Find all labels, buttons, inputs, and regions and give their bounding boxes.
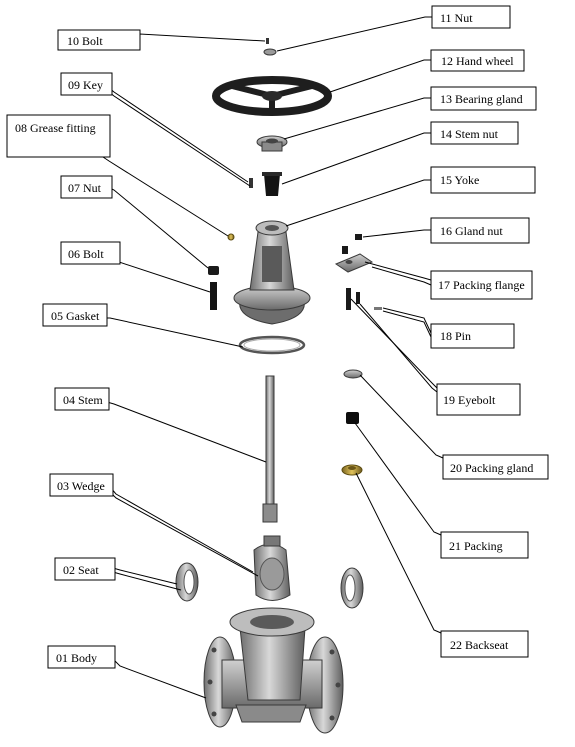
part-packing-gland bbox=[343, 369, 363, 379]
part-seat-left bbox=[175, 562, 199, 602]
part-key bbox=[249, 178, 253, 188]
label-19-text: 19 Eyebolt bbox=[443, 393, 496, 407]
label-17-packing-flange: 17 Packing flange bbox=[430, 270, 533, 300]
part-gland-nut bbox=[355, 234, 362, 240]
label-14-stem-nut: 14 Stem nut bbox=[430, 121, 519, 145]
part-bearing-gland bbox=[256, 135, 288, 152]
label-07-text: 07 Nut bbox=[68, 181, 102, 195]
label-22-backseat: 22 Backseat bbox=[440, 630, 529, 658]
label-06-text: 06 Bolt bbox=[68, 247, 104, 261]
leader-15 bbox=[285, 179, 431, 227]
label-21-text: 21 Packing bbox=[449, 539, 503, 553]
leader-19a bbox=[350, 298, 438, 389]
leader-18b bbox=[382, 310, 432, 338]
part-eyebolt bbox=[346, 288, 360, 310]
leader-05 bbox=[103, 317, 244, 348]
label-12-hand-wheel: 12 Hand wheel bbox=[430, 49, 525, 72]
label-16-gland-nut: 16 Gland nut bbox=[430, 217, 530, 244]
label-10-text: 10 Bolt bbox=[67, 34, 103, 48]
label-10-bolt: 10 Bolt bbox=[57, 29, 141, 51]
label-02-text: 02 Seat bbox=[63, 563, 99, 577]
label-13-text: 13 Bearing gland bbox=[440, 92, 523, 106]
label-22-text: 22 Backseat bbox=[450, 638, 509, 652]
label-20-text: 20 Packing gland bbox=[450, 461, 533, 475]
leader-16 bbox=[362, 229, 431, 238]
leader-02b bbox=[112, 571, 182, 591]
label-03-text: 03 Wedge bbox=[57, 479, 105, 493]
leader-18a bbox=[382, 307, 432, 334]
leader-04 bbox=[106, 401, 267, 463]
label-07-nut: 07 Nut bbox=[60, 175, 113, 199]
part-pin bbox=[374, 307, 382, 310]
leader-07 bbox=[107, 186, 209, 269]
leader-19b bbox=[359, 303, 438, 393]
label-18-pin: 18 Pin bbox=[430, 323, 515, 349]
leader-17b bbox=[371, 266, 432, 286]
label-11-nut: 11 Nut bbox=[431, 5, 511, 29]
label-03-wedge: 03 Wedge bbox=[49, 473, 114, 497]
part-nut-07 bbox=[208, 266, 219, 275]
part-backseat bbox=[341, 464, 363, 476]
part-packing bbox=[346, 412, 359, 424]
leader-10 bbox=[139, 33, 266, 42]
part-yoke bbox=[233, 220, 311, 325]
label-20-packing-gland: 20 Packing gland bbox=[442, 454, 549, 480]
leader-11 bbox=[276, 16, 432, 52]
label-05-gasket: 05 Gasket bbox=[42, 303, 108, 327]
leader-14 bbox=[281, 132, 431, 185]
label-08-grease-fitting: 08 Grease fitting bbox=[6, 114, 111, 158]
label-19-eyebolt: 19 Eyebolt bbox=[436, 383, 521, 416]
leader-08 bbox=[102, 156, 229, 237]
part-nut-11 bbox=[263, 48, 277, 56]
label-02-seat: 02 Seat bbox=[54, 557, 116, 581]
part-bolt-10 bbox=[266, 38, 269, 44]
leader-03a bbox=[109, 486, 254, 573]
label-09-text: 09 Key bbox=[68, 78, 103, 92]
leader-20 bbox=[359, 374, 444, 459]
label-11-text: 11 Nut bbox=[440, 11, 473, 25]
part-grease-fitting bbox=[227, 233, 235, 241]
part-stem-nut bbox=[262, 172, 282, 196]
label-13-bearing-gland: 13 Bearing gland bbox=[430, 86, 537, 111]
label-17-text: 17 Packing flange bbox=[438, 278, 525, 292]
part-body bbox=[203, 607, 344, 734]
leader-21 bbox=[354, 422, 442, 536]
label-08-text: 08 Grease fitting bbox=[15, 121, 96, 135]
part-hand-wheel bbox=[212, 76, 332, 116]
label-18-text: 18 Pin bbox=[440, 329, 471, 343]
part-seat-right bbox=[340, 567, 364, 609]
label-16-text: 16 Gland nut bbox=[440, 224, 503, 238]
leader-22 bbox=[355, 472, 442, 634]
part-stem bbox=[262, 375, 278, 523]
leader-02a bbox=[112, 567, 178, 585]
label-15-yoke: 15 Yoke bbox=[430, 166, 536, 194]
label-21-packing: 21 Packing bbox=[440, 531, 529, 559]
label-12-text: 12 Hand wheel bbox=[441, 54, 514, 68]
part-bolt-06 bbox=[210, 282, 217, 310]
leader-lines bbox=[102, 16, 444, 699]
leader-13 bbox=[283, 97, 431, 140]
leader-12 bbox=[329, 59, 431, 93]
label-01-body: 01 Body bbox=[47, 645, 116, 669]
label-14-text: 14 Stem nut bbox=[440, 127, 499, 141]
leader-01 bbox=[112, 658, 207, 699]
label-04-stem: 04 Stem bbox=[54, 387, 110, 411]
part-wedge bbox=[253, 535, 291, 601]
label-09-key: 09 Key bbox=[60, 72, 113, 96]
label-15-text: 15 Yoke bbox=[440, 173, 479, 187]
label-01-text: 01 Body bbox=[56, 651, 97, 665]
part-packing-flange bbox=[334, 246, 374, 273]
label-04-text: 04 Stem bbox=[63, 393, 103, 407]
leader-17a bbox=[364, 261, 432, 281]
label-05-text: 05 Gasket bbox=[51, 309, 100, 323]
part-gasket bbox=[238, 335, 306, 355]
leader-06 bbox=[113, 255, 211, 293]
label-06-bolt: 06 Bolt bbox=[60, 241, 121, 265]
